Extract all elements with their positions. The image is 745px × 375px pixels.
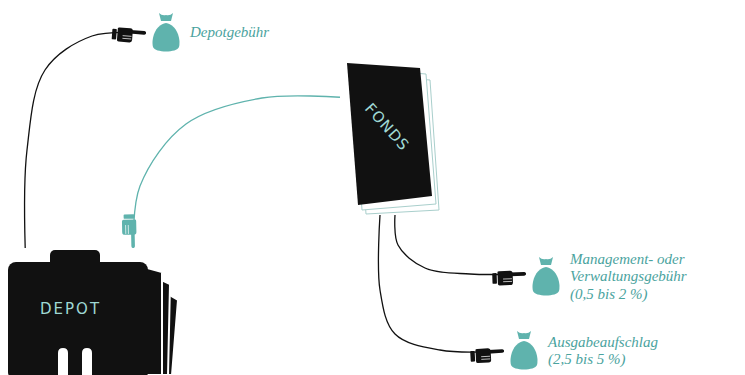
money-bag (530, 256, 562, 298)
fund-node: FONDS (340, 58, 440, 215)
fee-connector (378, 215, 504, 352)
bag-body (533, 267, 560, 296)
folder-door (58, 348, 68, 375)
fee-label: Depotgebühr (190, 24, 300, 41)
fund-cover (347, 63, 432, 205)
bag-top (539, 257, 553, 265)
fee-node: Depotgebühr (146, 12, 306, 54)
depot-node: DEPOT (0, 248, 180, 375)
folder-body (8, 262, 148, 375)
folder-door (82, 348, 92, 375)
bag-tie (519, 339, 529, 341)
fee-node: Ausgabeaufschlag (2,5 bis 5 %) (504, 327, 704, 375)
bag-top (517, 331, 531, 339)
fee-node: Management- oder Verwaltungsgebühr (0,5 … (526, 245, 741, 309)
fee-connector (133, 96, 340, 248)
bag-body (511, 341, 538, 370)
fee-label: Management- oder Verwaltungsgebühr (0,5 … (570, 251, 705, 303)
fee-connector (25, 32, 146, 248)
fee-label-group: Management- oder Verwaltungsgebühr (0,5 … (570, 251, 705, 303)
fee-label-group: Depotgebühr (190, 24, 300, 41)
fee-label-group: Ausgabeaufschlag (2,5 bis 5 %) (548, 334, 668, 369)
fee-connector (395, 215, 526, 274)
bag-body (153, 23, 180, 52)
node-title: DEPOT (40, 300, 101, 318)
bag-top (159, 13, 173, 21)
money-bag (150, 12, 182, 54)
bag-tie (541, 265, 551, 267)
bag-tie (161, 21, 171, 23)
fee-label: Ausgabeaufschlag (2,5 bis 5 %) (548, 334, 668, 369)
money-bag (508, 330, 540, 372)
